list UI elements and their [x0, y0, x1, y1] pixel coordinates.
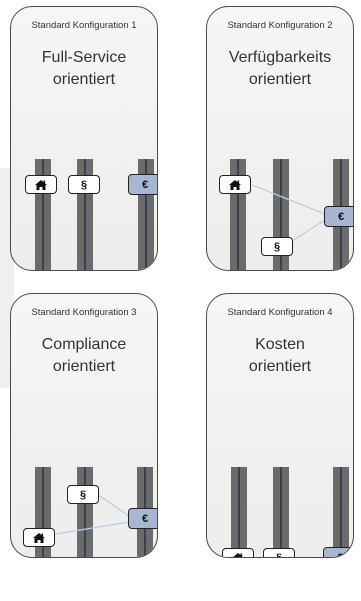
card-subtitle: Standard Konfiguration 2	[227, 20, 333, 31]
compliance-tag: §	[263, 548, 295, 557]
compliance-tag: §	[261, 237, 293, 256]
connector-line	[55, 521, 130, 535]
config-card-4[interactable]: Standard Konfiguration 4 Kosten orientie…	[206, 293, 354, 558]
card-title-line2: orientiert	[248, 358, 312, 375]
card-subtitle: Standard Konfiguration 3	[31, 307, 137, 318]
card-title: Kosten orientiert	[207, 334, 353, 378]
card-title-line2: orientiert	[52, 71, 116, 88]
card-title-line2: orientiert	[52, 358, 116, 375]
pillars-graphic	[35, 159, 154, 270]
house-icon	[232, 552, 244, 557]
card-title: Full-Service orientiert	[11, 47, 157, 91]
house-icon	[229, 179, 241, 190]
card-title-line1: Compliance	[41, 336, 127, 353]
card-title-line1: Full-Service	[41, 49, 127, 66]
compliance-tag: §	[67, 485, 99, 504]
pillars-graphic	[230, 159, 349, 270]
card-title-line2: orientiert	[248, 71, 312, 88]
card-title-line1: Kosten	[255, 336, 305, 353]
pillars-graphic	[231, 467, 349, 557]
service-tag	[222, 548, 254, 557]
cost-tag: €	[324, 206, 353, 227]
service-tag	[25, 175, 57, 194]
card-title-line1: Verfügbarkeits	[228, 49, 332, 66]
connector-line	[251, 184, 326, 215]
house-icon	[35, 179, 47, 190]
connector-line	[288, 219, 326, 244]
card-subtitle: Standard Konfiguration 4	[227, 307, 333, 318]
cost-tag: €	[128, 508, 157, 529]
card-title: Verfügbarkeits orientiert	[207, 47, 353, 91]
config-card-3[interactable]: Standard Konfiguration 3 Compliance orie…	[10, 293, 158, 558]
house-icon	[33, 532, 45, 543]
compliance-tag: §	[68, 175, 100, 194]
cost-tag: €	[128, 174, 157, 195]
card-title: Compliance orientiert	[11, 334, 157, 378]
config-card-2[interactable]: Standard Konfiguration 2 Verfügbarkeits …	[206, 6, 354, 271]
cost-tag: €	[323, 547, 353, 557]
service-tag	[23, 528, 55, 547]
config-card-1[interactable]: Standard Konfiguration 1 Full-Service or…	[10, 6, 158, 271]
connector-line	[96, 493, 130, 517]
card-subtitle: Standard Konfiguration 1	[31, 20, 137, 31]
service-tag	[219, 175, 251, 194]
